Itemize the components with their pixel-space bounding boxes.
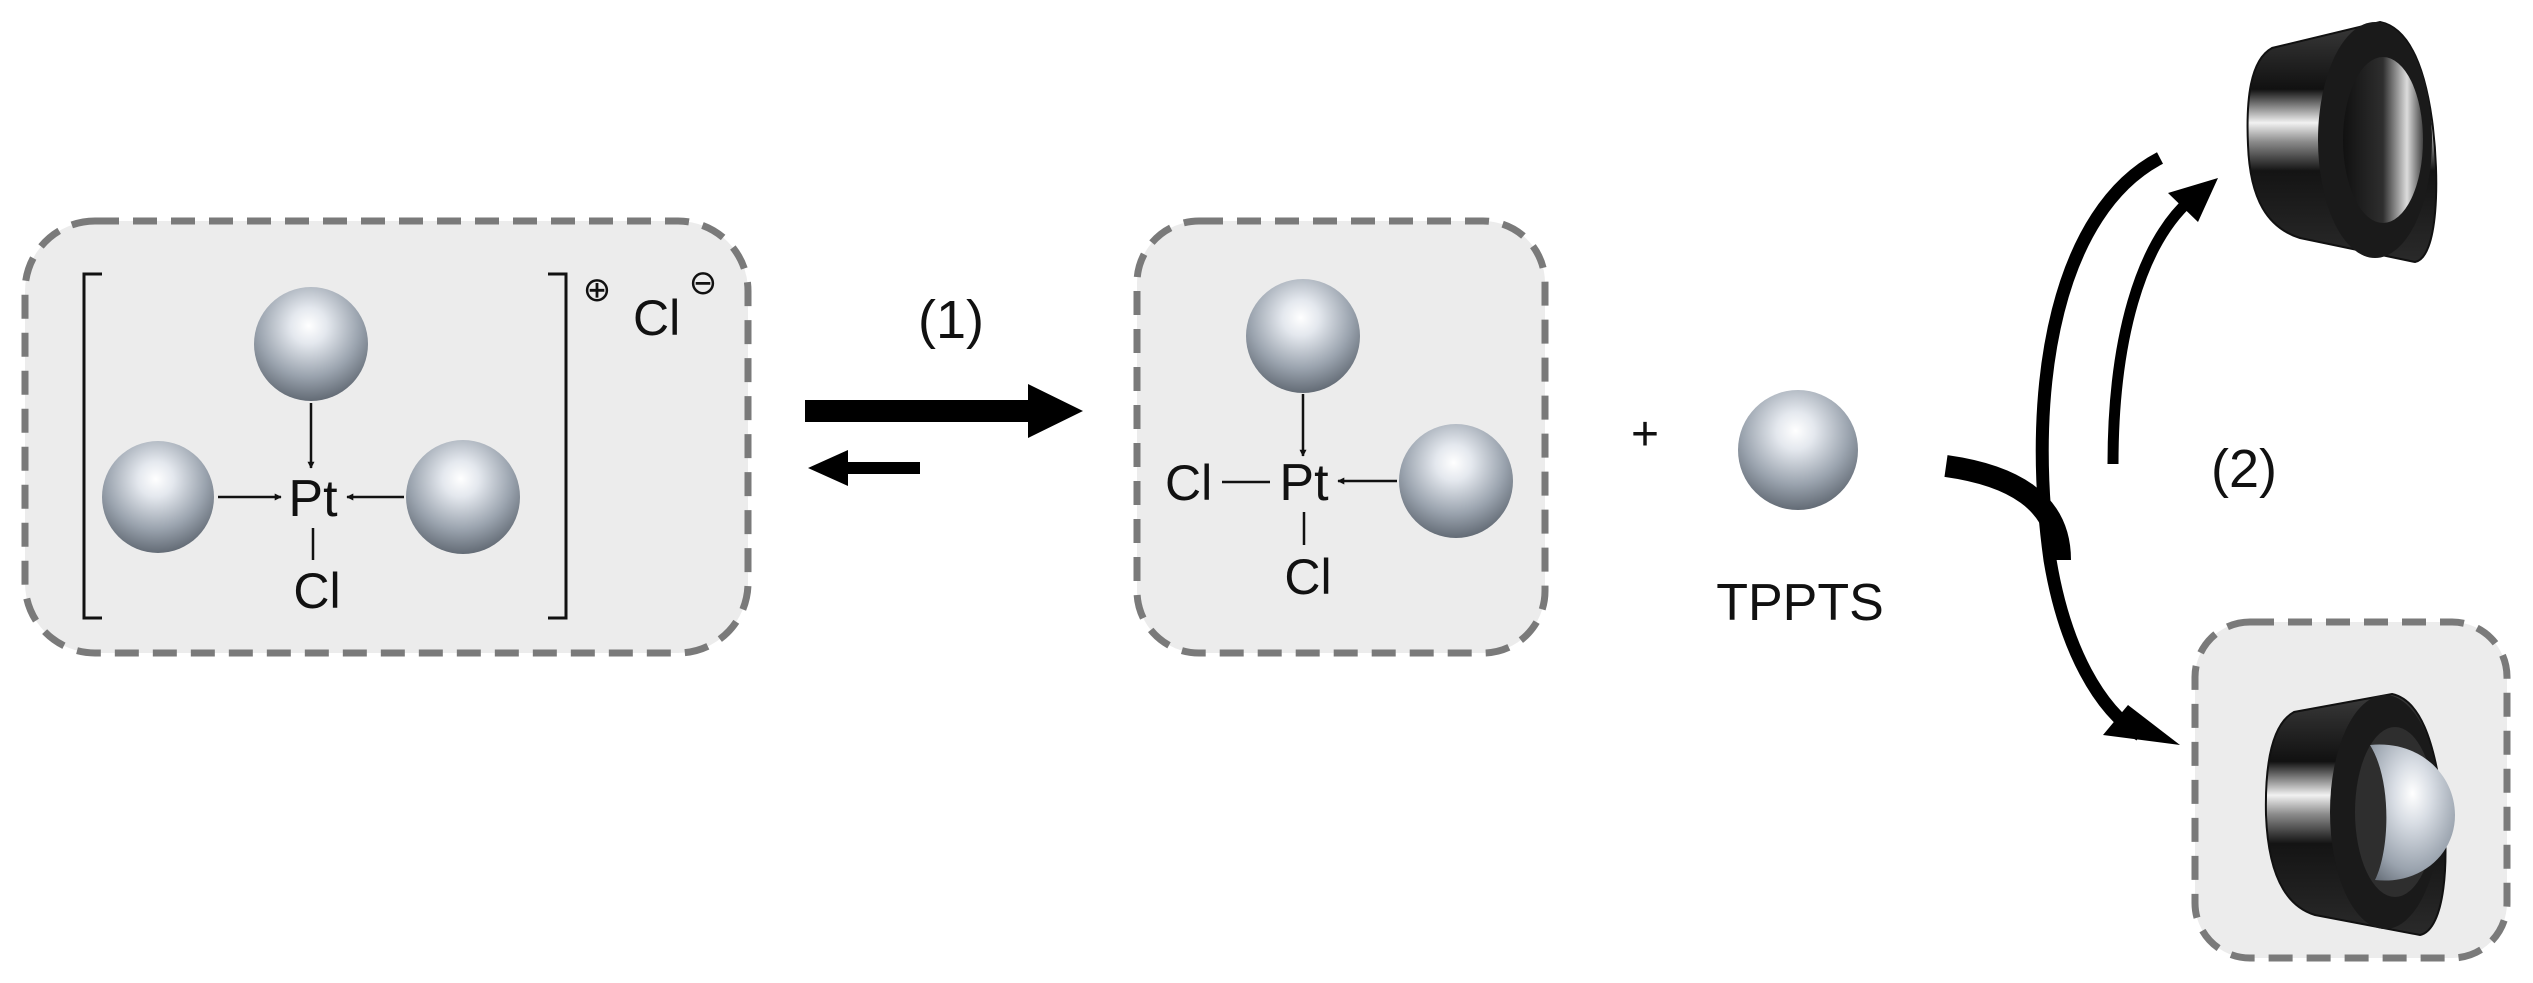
ligand-sphere-top xyxy=(1246,279,1360,393)
cationic-complex: ⊕ Cl ⊖ Pt Cl xyxy=(21,217,752,657)
reverse-arrow xyxy=(808,450,920,486)
free-ligand-group: + TPPTS xyxy=(1631,390,1884,632)
release-curve xyxy=(2035,152,2164,741)
upward-arrow-head xyxy=(2168,178,2218,222)
metal-label: Pt xyxy=(288,470,338,528)
dashed-box xyxy=(1133,217,1549,657)
dashed-box xyxy=(21,217,752,657)
left-chloride-label: Cl xyxy=(1165,455,1212,511)
upward-arrow-to-host xyxy=(2107,195,2194,465)
metal-label: Pt xyxy=(1279,454,1329,512)
cone-cavity xyxy=(2343,57,2423,223)
free-ligand-label: TPPTS xyxy=(1716,574,1884,632)
positive-charge-symbol: ⊕ xyxy=(583,271,612,309)
left-bracket xyxy=(82,272,102,620)
host-guest-arrows: (2) xyxy=(1944,152,2277,745)
negative-charge-symbol: ⊖ xyxy=(689,264,718,302)
axial-chloride-label: Cl xyxy=(293,563,340,619)
ligand-sphere-left xyxy=(102,441,214,553)
equilibrium-arrows: (1) xyxy=(805,290,1083,486)
inclusion-complex xyxy=(2191,618,2511,962)
included-ligand-sphere xyxy=(2370,744,2455,881)
bottom-chloride-label: Cl xyxy=(1284,549,1331,605)
curved-arrow-to-empty-host xyxy=(1944,455,2071,561)
forward-arrow xyxy=(805,384,1083,438)
ligand-sphere-right xyxy=(406,440,520,554)
step-1-label: (1) xyxy=(918,290,984,350)
ligand-sphere-top xyxy=(254,287,368,401)
release-curve-arrowhead xyxy=(2103,705,2180,745)
ligand-sphere-right xyxy=(1399,424,1513,538)
counter-ion-label: Cl xyxy=(633,290,680,346)
step-2-label: (2) xyxy=(2211,439,2277,499)
neutral-complex: Pt Cl Cl xyxy=(1133,217,1549,657)
plus-sign: + xyxy=(1631,408,1659,461)
right-bracket xyxy=(548,272,568,620)
empty-host-cyclodextrin xyxy=(2246,20,2438,264)
free-ligand-sphere xyxy=(1738,390,1858,510)
